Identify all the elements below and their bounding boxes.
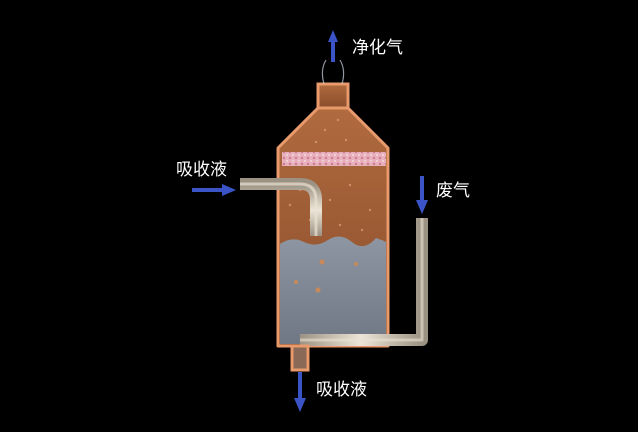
waste-gas-label: 废气 — [436, 181, 470, 201]
outlet-neck — [316, 82, 350, 110]
packing-layer — [282, 152, 386, 166]
down-arrow-icon — [416, 176, 428, 214]
down-arrow-icon — [294, 372, 306, 412]
absorbent-inlet-label: 吸收液 — [176, 160, 227, 180]
liquid-particles — [294, 259, 358, 293]
absorbent-outlet-label: 吸收液 — [316, 380, 367, 400]
flow-arrows — [192, 30, 428, 412]
up-arrow-icon — [328, 30, 338, 62]
right-arrow-icon — [192, 184, 236, 196]
purified-gas-label: 净化气 — [352, 38, 403, 58]
absorbent-liquid — [280, 236, 386, 344]
bottom-outlet — [290, 344, 310, 372]
